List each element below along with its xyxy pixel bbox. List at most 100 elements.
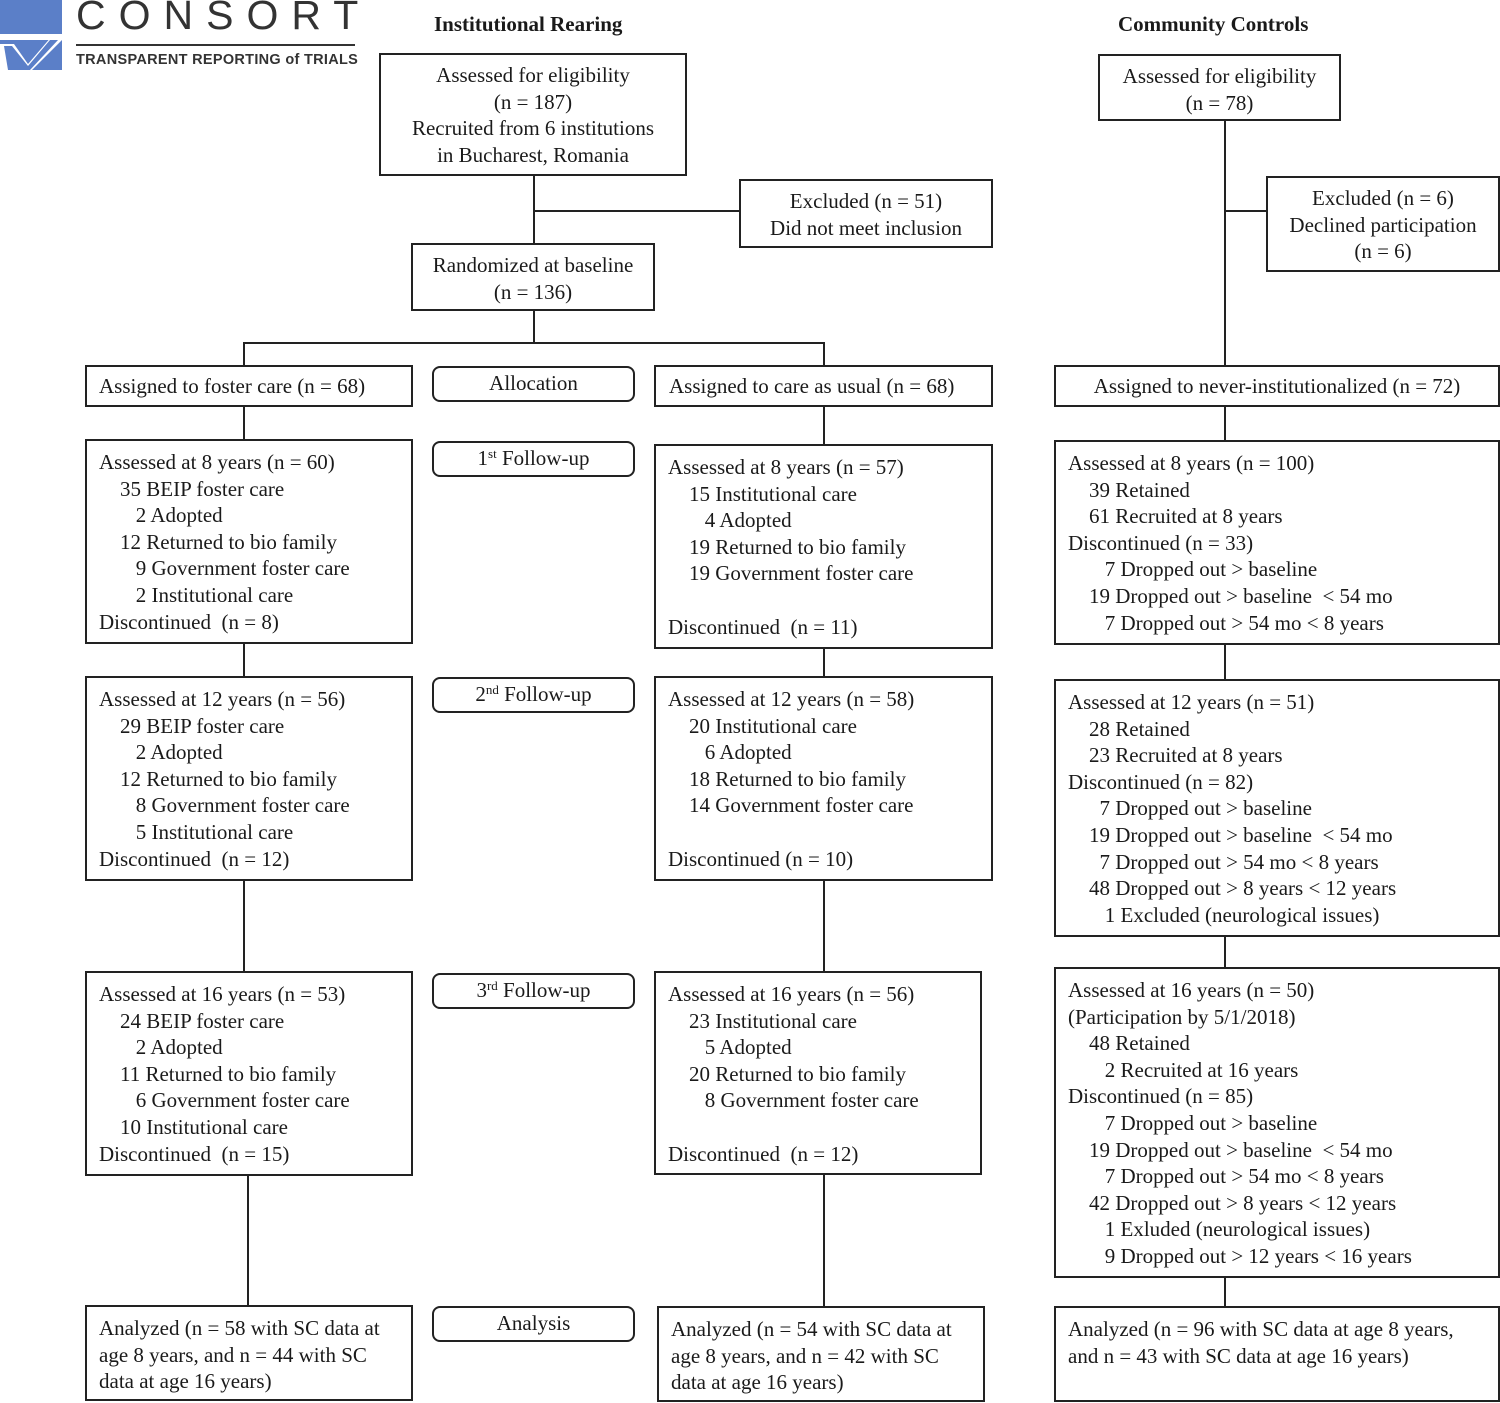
- text-line: 24 BEIP foster care: [99, 1008, 285, 1033]
- fu2-box-never: Assessed at 12 years (n = 51) 28 Retaine…: [1054, 679, 1500, 937]
- text-line: Discontinued (n = 33): [1068, 530, 1254, 555]
- text-line: data at age 16 years): [671, 1370, 844, 1395]
- text-line: data at age 16 years): [99, 1369, 272, 1394]
- text-line: 20 Returned to bio family: [668, 1061, 906, 1086]
- stage-text: Follow-up: [498, 682, 592, 706]
- text-line: (n = 6): [1354, 239, 1412, 264]
- text-line: Recruited from 6 institutions: [411, 116, 655, 141]
- allocation-box-foster: Assigned to foster care (n = 68): [85, 365, 413, 407]
- text-line: 11 Returned to bio family: [99, 1061, 337, 1086]
- text-line: Analyzed (n = 54 with SC data at: [671, 1317, 952, 1341]
- text-line: 42 Dropped out > 8 years < 12 years: [1068, 1190, 1397, 1215]
- text-line: in Bucharest, Romania: [437, 142, 629, 167]
- text-line: 20 Institutional care: [668, 713, 857, 738]
- text-line: 1 Exluded (neurological issues): [1068, 1217, 1371, 1242]
- fu3-box-foster: Assessed at 16 years (n = 53) 24 BEIP fo…: [85, 971, 413, 1176]
- text-line: 2 Recruited at 16 years: [1068, 1057, 1299, 1082]
- text-line: 7 Dropped out > 54 mo < 8 years: [1068, 610, 1384, 635]
- connector: [823, 342, 825, 366]
- connector: [1224, 1277, 1226, 1307]
- fu1-box-usual: Assessed at 8 years (n = 57) 15 Institut…: [654, 444, 993, 649]
- text-line: Analyzed (n = 96 with SC data at age 8 y…: [1068, 1317, 1454, 1341]
- text-line: and n = 43 with SC data at age 16 years): [1068, 1343, 1409, 1368]
- text-line: 2 Adopted: [99, 503, 223, 528]
- analysis-box-usual: Analyzed (n = 54 with SC data at age 8 y…: [657, 1306, 985, 1402]
- text-line: Discontinued (n = 10): [668, 846, 854, 871]
- stage-text: Follow-up: [496, 446, 590, 470]
- connector: [243, 342, 245, 366]
- text-line: Assessed for eligibility: [1122, 64, 1317, 88]
- stage-ordinal: rd: [486, 978, 498, 993]
- text-line: 14 Government foster care: [668, 793, 914, 818]
- logo-divider: [76, 44, 355, 46]
- text-line: 2 Adopted: [99, 1035, 223, 1060]
- text-line: 48 Dropped out > 8 years < 12 years: [1068, 876, 1397, 901]
- fu3-box-never: Assessed at 16 years (n = 50) (Participa…: [1054, 967, 1500, 1278]
- text-line: 19 Dropped out > baseline < 54 mo: [1068, 1137, 1393, 1162]
- stage-first-follow-up: 1st Follow-up: [432, 441, 635, 477]
- text-line: (Participation by 5/1/2018): [1068, 1004, 1296, 1029]
- stage-number: 1: [477, 446, 489, 470]
- text-line: 19 Returned to bio family: [668, 534, 906, 559]
- text-line: Assessed at 12 years (n = 51): [1068, 690, 1315, 714]
- text-line: Excluded (n = 51): [789, 189, 943, 213]
- consort-logo-icon: [0, 0, 62, 72]
- text-line: 28 Retained: [1068, 716, 1190, 741]
- stage-ordinal: st: [488, 446, 497, 461]
- connector: [1224, 210, 1267, 212]
- connector: [823, 648, 825, 677]
- connector: [247, 1175, 249, 1306]
- consort-logo: CONSORT TRANSPARENT REPORTING of TRIALS: [0, 0, 360, 72]
- text-line: Assessed at 8 years (n = 57): [668, 455, 904, 479]
- text-line: 23 Recruited at 8 years: [1068, 743, 1283, 768]
- text-line: 35 BEIP foster care: [99, 476, 285, 501]
- connector: [823, 406, 825, 445]
- text-line: Assessed at 12 years (n = 58): [668, 687, 915, 711]
- text-line: age 8 years, and n = 42 with SC: [671, 1343, 939, 1368]
- randomized-box: Randomized at baseline (n = 136): [411, 243, 655, 311]
- text-line: Discontinued (n = 15): [99, 1141, 290, 1166]
- text-line: Did not meet inclusion: [770, 215, 962, 240]
- text-line: Discontinued (n = 85): [1068, 1084, 1254, 1109]
- text-line: 19 Dropped out > baseline < 54 mo: [1068, 583, 1393, 608]
- header-community-controls: Community Controls: [1118, 12, 1309, 36]
- connector: [823, 880, 825, 972]
- text-line: 39 Retained: [1068, 477, 1190, 502]
- text-line: Discontinued (n = 11): [668, 614, 858, 639]
- text-line: 1 Excluded (neurological issues): [1068, 902, 1380, 927]
- analysis-box-never: Analyzed (n = 96 with SC data at age 8 y…: [1054, 1306, 1500, 1402]
- analysis-box-foster: Analyzed (n = 58 with SC data at age 8 y…: [85, 1305, 413, 1401]
- stage-number: 3: [476, 978, 487, 1002]
- text-line: Analyzed (n = 58 with SC data at: [99, 1316, 380, 1340]
- connector: [1224, 936, 1226, 968]
- text-line: 7 Dropped out > baseline: [1068, 557, 1318, 582]
- stage-number: 2: [475, 682, 486, 706]
- connector: [243, 406, 245, 440]
- text-line: 23 Institutional care: [668, 1008, 857, 1033]
- spacer: [668, 587, 981, 614]
- allocation-box-never: Assigned to never-institutionalized (n =…: [1054, 365, 1500, 407]
- text-line: 5 Adopted: [668, 1035, 792, 1060]
- text-line: Discontinued (n = 12): [99, 846, 290, 871]
- text-line: 8 Government foster care: [668, 1088, 919, 1113]
- text-line: Declined participation: [1289, 212, 1477, 237]
- text-line: 29 BEIP foster care: [99, 713, 285, 738]
- connector: [243, 643, 245, 677]
- text-line: 18 Returned to bio family: [668, 766, 906, 791]
- text-line: Discontinued (n = 12): [668, 1141, 859, 1166]
- text-line: 7 Dropped out > baseline: [1068, 1110, 1318, 1135]
- text-line: Assessed for eligibility: [436, 63, 630, 87]
- connector: [533, 210, 740, 212]
- text-line: 5 Institutional care: [99, 819, 294, 844]
- text-line: 12 Returned to bio family: [99, 529, 337, 554]
- text-line: 19 Dropped out > baseline < 54 mo: [1068, 822, 1393, 847]
- spacer: [668, 1114, 970, 1141]
- text-line: Assessed at 16 years (n = 50): [1068, 978, 1315, 1002]
- text-line: 15 Institutional care: [668, 481, 857, 506]
- connector: [243, 342, 825, 344]
- excluded-box-community: Excluded (n = 6) Declined participation …: [1266, 176, 1500, 272]
- text-line: (n = 187): [493, 89, 573, 114]
- stage-analysis: Analysis: [432, 1306, 635, 1342]
- text-line: 6 Adopted: [668, 740, 792, 765]
- text-line: 7 Dropped out > baseline: [1068, 796, 1312, 821]
